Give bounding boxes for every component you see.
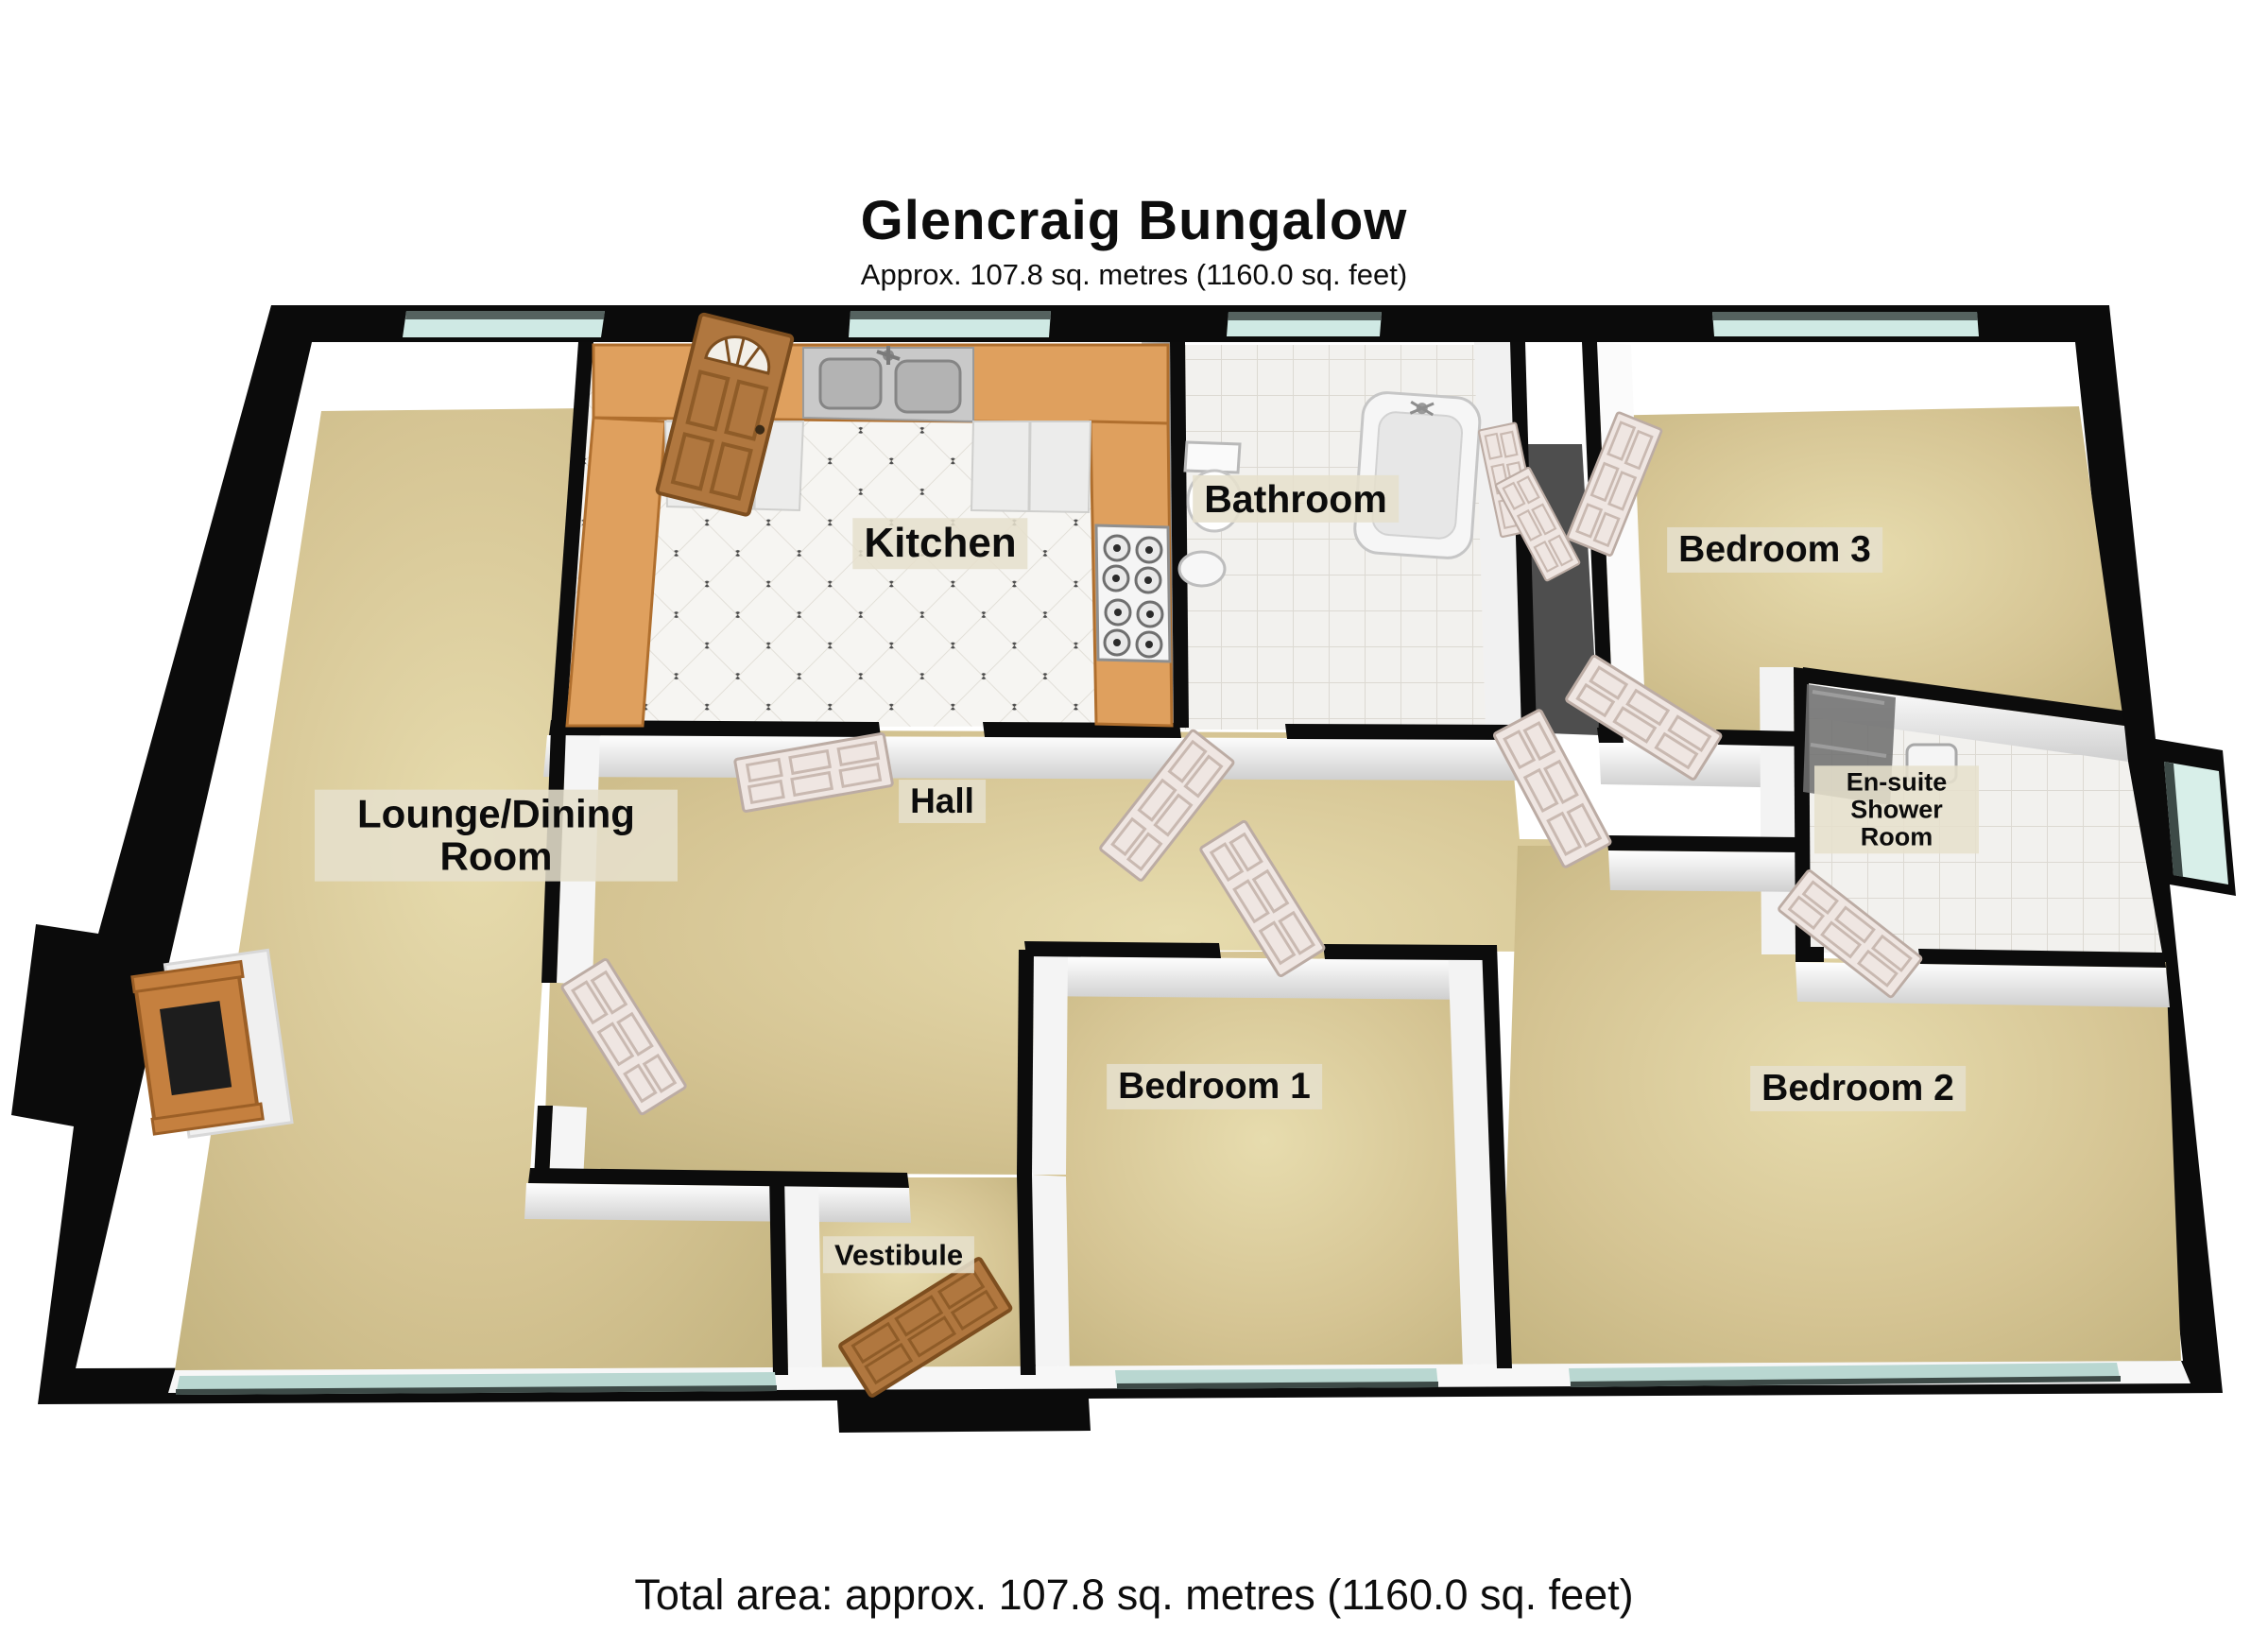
- fireplace: [130, 948, 294, 1139]
- plan-footer: Total area: approx. 107.8 sq. metres (11…: [634, 1571, 1634, 1619]
- plan-header: Glencraig Bungalow Approx. 107.8 sq. met…: [0, 189, 2268, 292]
- front-door: [838, 1257, 1013, 1398]
- windows: [176, 311, 2228, 1395]
- room-label-bedroom1: Bedroom 1: [1107, 1063, 1322, 1110]
- room-label-kitchen: Kitchen: [852, 518, 1028, 569]
- room-label-lounge: Lounge/Dining Room: [315, 789, 678, 882]
- room-label-bedroom2: Bedroom 2: [1750, 1065, 1966, 1112]
- toilet-tank: [1183, 440, 1242, 474]
- room-label-hall: Hall: [899, 780, 986, 823]
- hall-floor: [543, 730, 1803, 1175]
- room-label-ensuite: En-suite Shower Room: [1814, 765, 1979, 854]
- lounge-floor: [175, 408, 777, 1372]
- plan-subtitle: Approx. 107.8 sq. metres (1160.0 sq. fee…: [860, 258, 1408, 291]
- ensuite-floor: [1805, 699, 2162, 953]
- kitchen-entry-door: [655, 312, 795, 517]
- room-label-vestibule: Vestibule: [822, 1236, 975, 1274]
- plan-title: Glencraig Bungalow: [860, 190, 1408, 251]
- bathroom-sink: [1177, 550, 1227, 588]
- room-label-bedroom3: Bedroom 3: [1667, 526, 1882, 574]
- interior-wall-tops: [528, 342, 2166, 1375]
- kitchen-sink-basin: [818, 357, 883, 410]
- bedroom1-floor: [1032, 951, 1497, 1372]
- room-label-bathroom: Bathroom: [1193, 474, 1399, 524]
- kitchen-stove: [1094, 524, 1172, 663]
- kitchen-sink-basin: [894, 359, 962, 414]
